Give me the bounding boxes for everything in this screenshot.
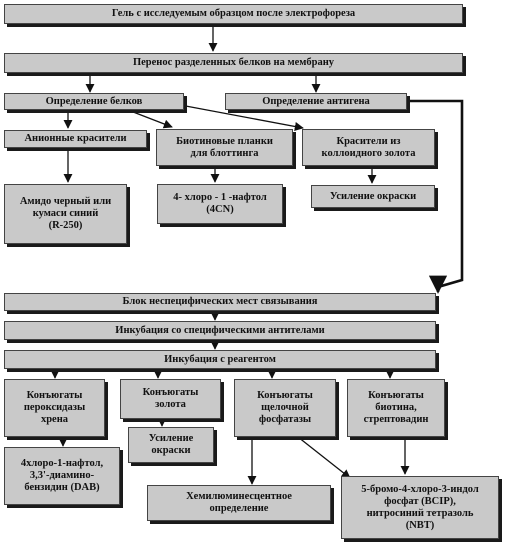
amido-black-box: Амидо черный или кумаси синий (R-250) xyxy=(4,184,127,244)
gel-sample-box: Гель с исследуемым образцом после электр… xyxy=(4,4,463,24)
arrow-antigen-to-block xyxy=(407,99,464,294)
stain-enhancement-bottom-box: Усиление окраски xyxy=(128,427,214,463)
biotin-conjugates-box: Конъюгаты биотина, стрептовадин xyxy=(347,379,445,437)
arrow-alk-phosphatase-to-bcip xyxy=(297,436,351,479)
stain-enhancement-top-box: Усиление окраски xyxy=(311,185,435,208)
peroxidase-conjugates-box: Конъюгаты пероксидазы хрена xyxy=(4,379,105,437)
dab-box: 4хлоро-1-нафтол, 3,3'-диамино- бензидин … xyxy=(4,447,120,505)
chloronaphthol-box: 4- хлоро - 1 -нафтол (4CN) xyxy=(157,184,283,224)
chemiluminescent-detection-box: Хемилюминесцентное определение xyxy=(147,485,331,521)
gold-conjugates-box: Конъюгаты золота xyxy=(120,379,221,419)
alkaline-phosphatase-conjugates-box: Конъюгаты щелочной фосфатазы xyxy=(234,379,336,437)
nonspecific-block-box: Блок неспецифических мест связывания xyxy=(4,293,436,311)
antigen-detection-box: Определение антигена xyxy=(225,93,407,110)
anionic-dyes-box: Анионные красители xyxy=(4,130,147,148)
biotin-plates-box: Биотиновые планки для блоттинга xyxy=(156,129,293,166)
colloidal-gold-dyes-box: Красители из коллоидного золота xyxy=(302,129,435,166)
membrane-transfer-box: Перенос разделенных белков на мембрану xyxy=(4,53,463,73)
arrow-protein-to-gold-dyes xyxy=(174,103,304,131)
protein-detection-box: Определение белков xyxy=(4,93,184,110)
arrow-protein-to-biotin-plates xyxy=(127,109,173,129)
reagent-incubation-box: Инкубация с реагентом xyxy=(4,350,436,369)
antibody-incubation-box: Инкубация со специфическими антителами xyxy=(4,321,436,340)
bcip-nbt-box: 5-бромо-4-хлоро-3-индол фосфат (BCIP), н… xyxy=(341,476,499,539)
